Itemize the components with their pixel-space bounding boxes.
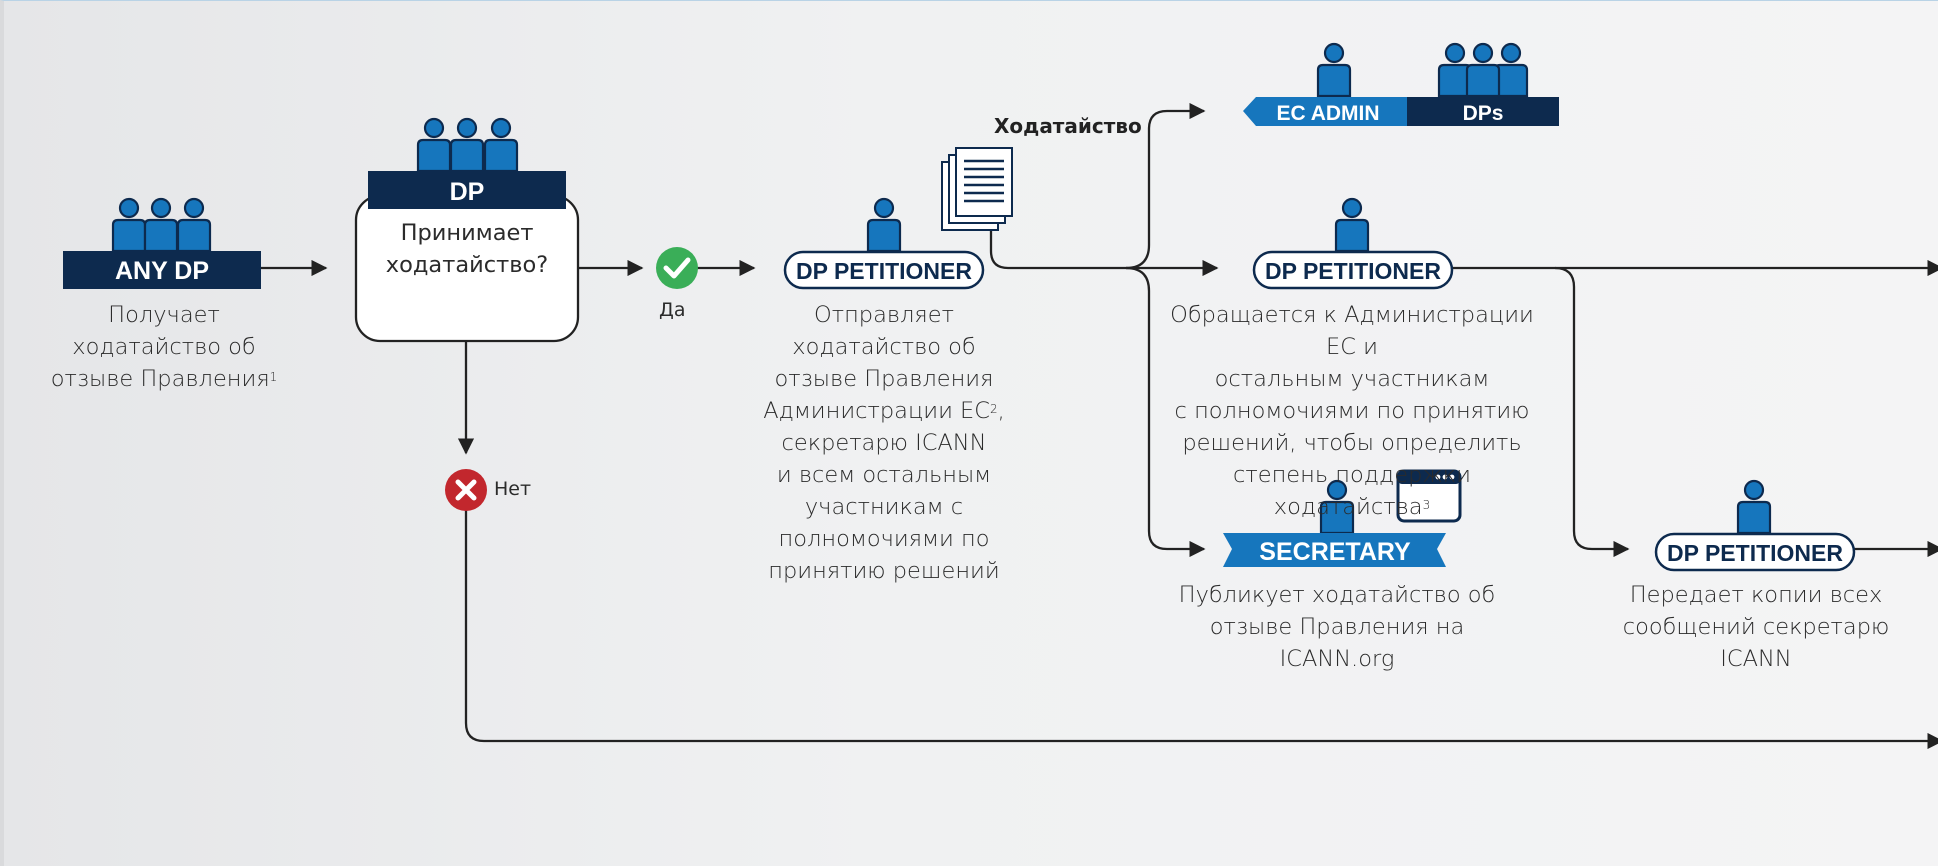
arrow-to-secretary	[1125, 266, 1206, 558]
dps-people-icon	[1437, 42, 1529, 98]
ec-admin-person-icon	[1316, 42, 1352, 98]
petitioner-2-badge-bg	[1252, 250, 1454, 290]
petitioner-1-desc-line: отзыве Правления	[774, 366, 994, 392]
dp-badge-bg	[368, 171, 566, 209]
petitioner-3-desc-line: сообщений секретарю	[1622, 614, 1890, 640]
secretary-badge: SECRETARY	[1259, 538, 1411, 566]
petitioner-1-desc-line: Отправляет	[814, 302, 954, 328]
dps-badge: DPs	[1463, 102, 1504, 125]
petitioner-1-desc-line: и всем остальным	[776, 462, 992, 488]
yes-label: Да	[659, 299, 686, 321]
line-no-branch	[464, 508, 1938, 750]
petitioner-2-desc-text: степень поддержки ходатайства	[1233, 462, 1471, 520]
petitioner-1-desc-line: секретарю ICANN	[781, 430, 987, 456]
line-doc-to-split	[989, 199, 1126, 270]
petitioner-1-badge: DP PETITIONER	[796, 258, 972, 284]
branch-label-text: Ходатайство	[994, 114, 1142, 138]
petitioner-1-desc-line: Администрации ЕС2,	[763, 398, 1005, 424]
secretary-desc-line: Публикует ходатайство об	[1178, 582, 1496, 608]
petitioner-1-desc-text: Администрации ЕС	[763, 398, 990, 424]
connectors	[260, 102, 1938, 750]
petitioner-1-badge-bg	[783, 250, 985, 290]
dps-badge-bg	[1407, 97, 1559, 126]
no-label: Нет	[494, 478, 532, 500]
petitioner-2-desc-line: Обращается к Администрации ЕС и	[1170, 302, 1534, 360]
flowchart-canvas: ANY DP DP DP PETITIONER	[63, 42, 1938, 750]
any-dp-people-icon	[111, 197, 212, 253]
petitioner-1-desc-line: принятию решений	[768, 558, 1000, 584]
petitioner-3-badge-bg	[1654, 532, 1856, 572]
ec-admin-badge: EC ADMIN	[1276, 102, 1379, 125]
dp-question: Принимает ходатайство?	[364, 217, 570, 281]
any-dp-badge-bg	[63, 251, 261, 289]
any-dp-desc-text: отзыве Правления	[50, 366, 270, 392]
any-dp-desc-line: Получает	[108, 302, 220, 328]
petitioner-2-person-icon	[1334, 197, 1370, 253]
any-dp-desc-line: отзыве Правления1	[44, 363, 284, 395]
dp-question-line: Принимает	[400, 220, 534, 246]
footnote-3: 3	[1422, 498, 1431, 512]
dp-badge: DP	[450, 178, 485, 206]
ec-admin-badge-bg	[1243, 97, 1407, 126]
petitioner-2-desc-line: степень поддержки ходатайства3	[1152, 459, 1552, 523]
any-dp-desc-line: ходатайство об	[72, 334, 256, 360]
any-dp-badge: ANY DP	[115, 257, 209, 285]
secretary-badge-bg	[1223, 533, 1446, 567]
petitioner-2-badge: DP PETITIONER	[1265, 258, 1441, 284]
yes-check-icon	[656, 247, 698, 289]
petitioner-1-desc-line: участникам с	[804, 494, 964, 520]
petitioner-2-description: Обращается к Администрации ЕС и остальны…	[1152, 299, 1552, 523]
petitioner-2-desc-line: остальным участникам	[1214, 366, 1490, 392]
footnote-1: 1	[269, 370, 278, 384]
document-stack-icon	[941, 147, 1013, 231]
petitioner-1-description: Отправляет ходатайство об отзыве Правлен…	[754, 299, 1014, 587]
any-dp-description: Получает ходатайство об отзыве Правления…	[44, 299, 284, 395]
arrow-to-petitioner-3	[1554, 266, 1630, 558]
petitioner-3-description: Передает копии всех сообщений секретарю …	[1615, 579, 1897, 675]
secretary-desc-line: ICANN.org	[1279, 646, 1395, 672]
petitioner-2-desc-line: решений, чтобы определить	[1182, 430, 1522, 456]
petitioner-1-desc-line: полномочиями по	[778, 526, 990, 552]
petitioner-3-desc-line: ICANN	[1720, 646, 1792, 672]
secretary-description: Публикует ходатайство об отзыве Правлени…	[1172, 579, 1502, 675]
browser-window-icon	[1396, 469, 1462, 523]
petitioner-1-desc-line: ходатайство об	[792, 334, 976, 360]
no-cross-icon	[445, 469, 487, 511]
petitioner-2-desc-line: с полномочиями по принятию	[1174, 398, 1530, 424]
secretary-desc-line: отзыве Правления на	[1209, 614, 1465, 640]
dp-people-icon	[416, 117, 519, 173]
arrow-to-ec-admin	[1125, 102, 1206, 270]
petitioner-3-person-icon	[1736, 479, 1772, 535]
petitioner-3-badge: DP PETITIONER	[1667, 540, 1843, 566]
petitioner-1-person-icon	[866, 197, 902, 253]
petitioner-3-desc-line: Передает копии всех	[1629, 582, 1883, 608]
dp-question-line: ходатайство?	[385, 252, 549, 278]
footnote-2: 2	[989, 402, 998, 416]
